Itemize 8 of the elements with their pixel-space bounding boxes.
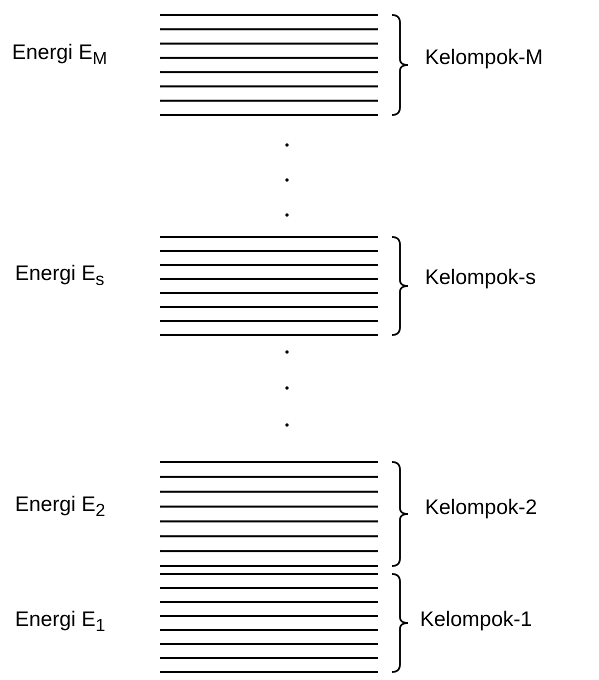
- group-label: Kelompok-M: [425, 46, 543, 70]
- energy-label: Energi E$_{2}$: [15, 493, 106, 522]
- energy-label: Energi E$_{1}$: [15, 608, 106, 638]
- group-label: Kelompok-2: [425, 496, 538, 520]
- energy-label: Energi E$_{M}$: [12, 41, 108, 70]
- group-label: Kelompok-s: [425, 266, 536, 290]
- group-label: Kelompok-1: [420, 608, 532, 632]
- energy-label: Energi E$_{s}$: [15, 262, 104, 292]
